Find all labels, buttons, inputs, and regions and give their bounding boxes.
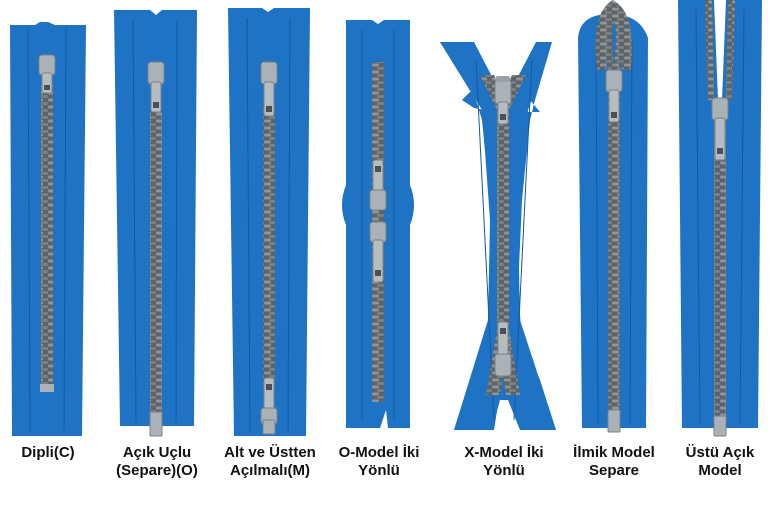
zipper-teeth (480, 75, 526, 395)
zipper-teeth (263, 105, 275, 385)
retainer-box (713, 415, 727, 437)
label-ustu-acik: Üstü Açık Model (685, 444, 755, 479)
label-x-model: X-Model İki Yönlü (464, 444, 544, 479)
slider (147, 61, 165, 113)
upper-slider (369, 159, 387, 211)
upper-slider (494, 76, 512, 125)
top-slider (260, 61, 278, 117)
label-ilmik-model: İlmik Model Separe (573, 444, 655, 479)
zipper-teeth (41, 85, 53, 390)
retainer-box (607, 409, 621, 433)
retainer-box (149, 411, 163, 437)
label-dipli: Dipli(C) (21, 444, 75, 461)
zipper-o-model (342, 20, 414, 428)
lower-slider (494, 321, 512, 377)
label-alt-ve-ustten: Alt ve Üstten Açılmalı(M) (224, 444, 316, 479)
slider (38, 54, 56, 94)
zipper-ustu-acik (678, 0, 762, 437)
zipper-alt-ve-ustten (228, 8, 310, 436)
zipper-teeth (150, 112, 162, 416)
zipper-ilmik-model (578, 0, 648, 433)
zipper-teeth-open (705, 0, 714, 100)
zipper-x-model (440, 42, 556, 430)
slider (605, 69, 623, 123)
zipper-teeth (608, 70, 620, 415)
bottom-stop (40, 384, 54, 392)
label-acik-uclu: Açık Uçlu (Separe)(O) (116, 444, 198, 479)
zipper-acik-uclu (114, 10, 197, 437)
lower-slider (369, 221, 387, 283)
zipper-teeth (714, 100, 726, 420)
retainer-box (262, 419, 276, 435)
slider (711, 97, 729, 161)
zipper-dipli (10, 22, 86, 436)
label-o-model: O-Model İki Yönlü (338, 444, 420, 479)
